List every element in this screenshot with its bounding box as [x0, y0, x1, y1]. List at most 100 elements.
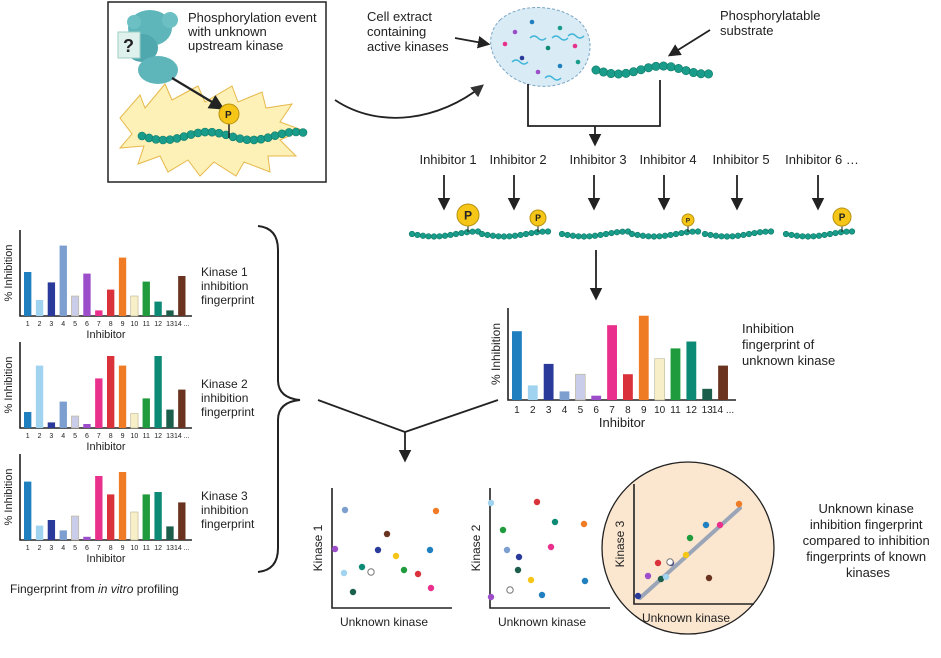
fingerprint-bar: [47, 282, 56, 316]
tick-label: 3: [49, 545, 53, 552]
bead: [430, 233, 438, 240]
bead: [165, 135, 175, 144]
fingerprint-bar: [130, 413, 139, 429]
substrate-text: Phosphorylatable substrate: [720, 8, 824, 38]
extract-text: Cell extract containing active kinases: [367, 9, 449, 54]
bead: [723, 233, 731, 240]
fingerprint-bar: [154, 356, 162, 428]
tick-label: 14 ...: [712, 405, 734, 416]
phospho-label: P: [535, 213, 541, 223]
scatter-point: [506, 586, 514, 594]
x-axis-label: Inhibitor: [86, 553, 125, 565]
fingerprint-bar: [24, 412, 32, 428]
bead: [782, 230, 790, 238]
fingerprint-bar: [107, 289, 115, 316]
final-text-line: fingerprints of known: [806, 549, 926, 564]
bead: [643, 63, 653, 73]
bead: [701, 230, 709, 238]
bead-chain: [478, 228, 552, 240]
fingerprint-bar: [166, 310, 174, 316]
bead: [511, 232, 519, 239]
bead: [756, 229, 764, 236]
kinase-squiggle: [551, 35, 569, 41]
tick-label: 14 ...: [174, 433, 190, 440]
scatter-point: [666, 558, 674, 566]
fingerprint-bar: [166, 526, 174, 540]
scatter-point: [367, 568, 375, 576]
tick-label: 9: [121, 321, 125, 328]
phospho-label: P: [686, 217, 691, 224]
bead: [469, 228, 476, 235]
kinase-label-line: inhibition: [201, 503, 248, 517]
event-text-line: upstream kinase: [188, 38, 283, 53]
bead: [621, 68, 631, 78]
substrate-chain: [137, 127, 308, 145]
fingerprint-bar: [142, 281, 150, 316]
bead: [628, 67, 638, 77]
bead-chain: [137, 127, 308, 145]
inhibitor-label: Inhibitor 3: [569, 152, 626, 167]
bead: [658, 61, 668, 71]
fingerprint-bar: [59, 530, 67, 540]
tick-label: 4: [61, 545, 65, 552]
fingerprint-bar: [71, 515, 80, 541]
bead: [172, 134, 182, 143]
inhibitor-label: Inhibitor 4: [639, 152, 696, 167]
phospho-icon: [681, 213, 695, 227]
bead: [458, 229, 465, 237]
kinase-label-line: inhibition: [201, 279, 248, 293]
final-text-line: inhibition fingerprint: [810, 517, 923, 532]
fingerprint-bar: [71, 415, 80, 429]
scatter-axes: [633, 484, 754, 605]
bead: [277, 129, 287, 139]
bead: [500, 233, 508, 240]
bead: [683, 229, 691, 236]
bead: [689, 228, 696, 235]
brace: [257, 225, 301, 573]
scatter-point: [340, 569, 348, 577]
kinase-squiggle: [511, 59, 529, 65]
bead-chain: [701, 228, 775, 240]
bead: [436, 233, 443, 240]
tick-label: 8: [625, 405, 631, 416]
phospho-icon: [456, 203, 480, 227]
tick-label: 4: [562, 405, 568, 416]
scatter-point: [527, 576, 535, 584]
left-caption-post: profiling: [133, 582, 178, 596]
tick-label: 9: [121, 433, 125, 440]
inhibitor-label: Inhibitor 6 …: [785, 152, 859, 167]
bead: [569, 232, 577, 239]
scatter-point: [581, 577, 589, 585]
fingerprint-bar: [59, 245, 67, 316]
bead: [799, 233, 806, 240]
tick-label: 4: [61, 433, 65, 440]
tick-label: 9: [641, 405, 647, 416]
fingerprint-bar: [35, 365, 44, 428]
extract-text-line: active kinases: [367, 39, 449, 54]
bead-chain: [408, 228, 482, 240]
bead: [533, 229, 541, 236]
kinase-label-line: Kinase 1: [201, 265, 248, 279]
bead: [740, 231, 747, 239]
tick-label: 13: [166, 433, 174, 440]
tick-label: 11: [143, 433, 150, 440]
cell-extract-blob: [490, 7, 591, 87]
phospho-label: P: [839, 213, 846, 224]
bead: [207, 127, 217, 137]
bead: [718, 233, 725, 240]
scatter-ylabel: Kinase 2: [469, 524, 483, 571]
tick-label: 8: [109, 433, 113, 440]
tick-label: 11: [143, 545, 150, 552]
tick-label: 10: [654, 405, 666, 416]
bead: [703, 69, 713, 79]
fingerprint-bar: [95, 310, 103, 316]
scatter-point: [702, 521, 710, 529]
fingerprint-bar: [543, 363, 554, 400]
bead: [645, 233, 652, 240]
bead: [667, 231, 674, 239]
tick-label: 14 ...: [174, 321, 190, 328]
fingerprint-bar: [107, 356, 115, 428]
bead: [613, 229, 621, 236]
fingerprint-bar: [142, 398, 150, 428]
tick-label: 3: [49, 321, 53, 328]
